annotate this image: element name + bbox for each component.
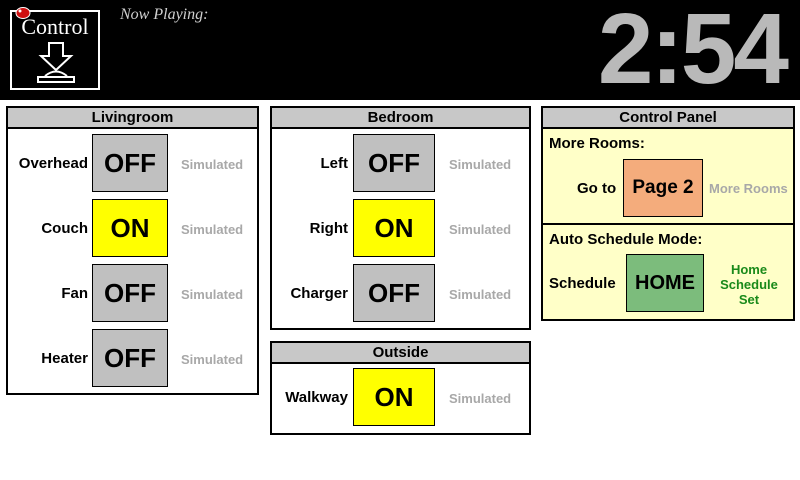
fan-status: Simulated (181, 287, 244, 302)
clock: 2:54 (597, 0, 789, 105)
more-rooms-note: More Rooms (709, 181, 788, 196)
more-rooms-heading: More Rooms: (549, 135, 645, 152)
overhead-label: Overhead (18, 155, 88, 172)
schedule-status-line-3: Set (738, 292, 760, 307)
logo-label: Control (21, 14, 89, 39)
bedroom-panel: Bedroom Left OFF Simulated Right ON Simu… (270, 106, 531, 330)
right-toggle-button[interactable]: ON (353, 199, 435, 257)
schedule-status-line-2: Schedule (720, 277, 778, 292)
top-bar: Control Now Playing: 2:54 (0, 0, 800, 104)
now-playing-label: Now Playing: (120, 6, 209, 23)
heater-label: Heater (41, 350, 88, 367)
overhead-toggle-button[interactable]: OFF (92, 134, 168, 192)
outside-title: Outside (272, 343, 529, 364)
livingroom-panel: Livingroom Overhead OFF Simulated Couch … (6, 106, 259, 395)
couch-status: Simulated (181, 222, 244, 237)
outside-panel: Outside Walkway ON Simulated (270, 341, 531, 435)
fan-label: Fan (61, 285, 88, 302)
right-label: Right (309, 220, 348, 237)
left-label: Left (320, 155, 349, 172)
auto-schedule-heading: Auto Schedule Mode: (549, 231, 703, 248)
walkway-toggle-button[interactable]: ON (353, 368, 435, 426)
control-panel: Control Panel More Rooms: Go to Page 2 M… (541, 106, 795, 321)
goto-label: Go to (577, 180, 617, 197)
heater-status: Simulated (181, 352, 244, 367)
fan-toggle-button[interactable]: OFF (92, 264, 168, 322)
page-2-button[interactable]: Page 2 (623, 159, 703, 217)
overhead-status: Simulated (181, 157, 244, 172)
charger-status: Simulated (449, 287, 512, 302)
charger-label: Charger (290, 285, 348, 302)
control-panel-title: Control Panel (543, 108, 793, 129)
bedroom-title: Bedroom (272, 108, 529, 129)
left-toggle-button[interactable]: OFF (353, 134, 435, 192)
livingroom-title: Livingroom (8, 108, 257, 129)
left-status: Simulated (449, 157, 512, 172)
home-schedule-button[interactable]: HOME (626, 254, 704, 312)
walkway-label: Walkway (285, 389, 348, 406)
right-status: Simulated (449, 222, 512, 237)
couch-label: Couch (41, 220, 88, 237)
schedule-label: Schedule (549, 275, 616, 292)
control-panel-divider (543, 223, 793, 225)
schedule-status-line-1: Home (730, 262, 768, 277)
control-logo-button[interactable]: Control (10, 7, 100, 90)
download-tray-icon (37, 42, 75, 83)
heater-toggle-button[interactable]: OFF (92, 329, 168, 387)
walkway-status: Simulated (449, 391, 512, 406)
badge-icon (15, 7, 31, 19)
charger-toggle-button[interactable]: OFF (353, 264, 435, 322)
schedule-status: Home Schedule Set (714, 262, 784, 307)
couch-toggle-button[interactable]: ON (92, 199, 168, 257)
